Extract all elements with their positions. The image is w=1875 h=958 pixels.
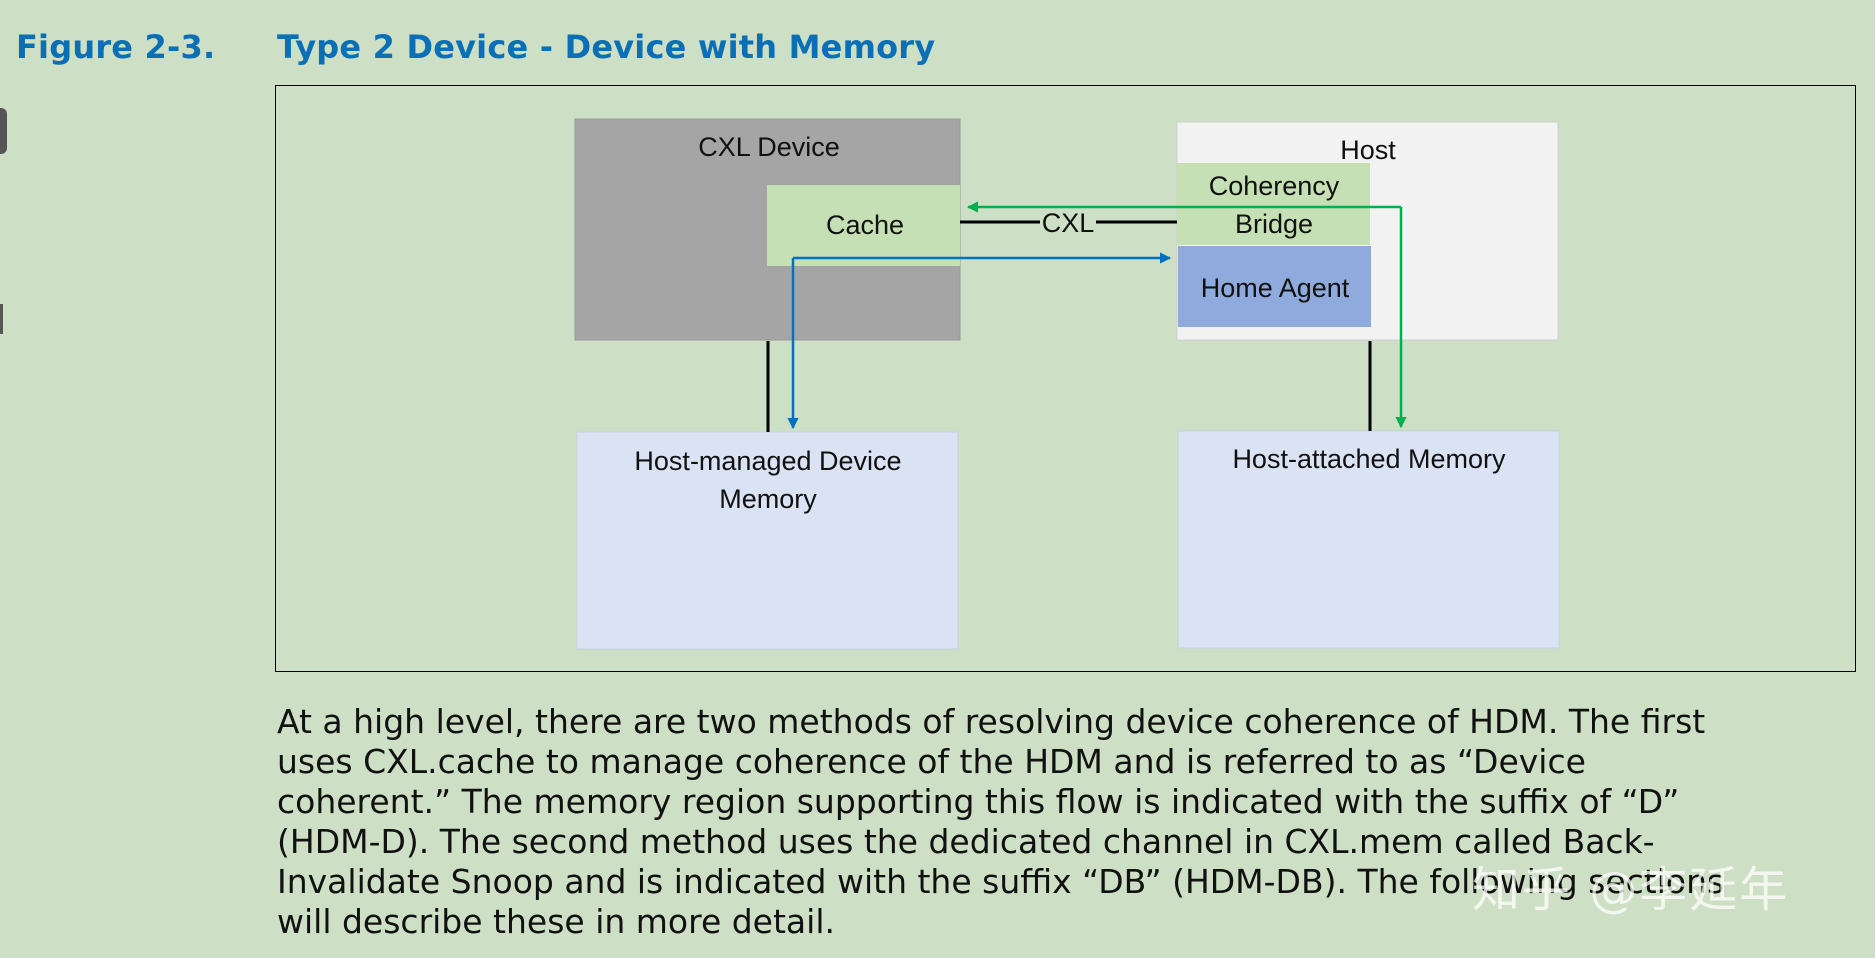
host-memory-label: Host-attached Memory xyxy=(1232,444,1506,474)
diagram-frame xyxy=(275,85,1856,672)
home-agent-box xyxy=(1178,246,1371,327)
body-paragraph: At a high level, there are two methods o… xyxy=(277,702,1725,941)
cache-box xyxy=(767,185,960,266)
device-memory-box xyxy=(576,431,959,650)
page-edge-mark xyxy=(0,108,7,154)
device-memory-line1: Host-managed Device xyxy=(634,446,901,476)
coherency-bridge-box xyxy=(1177,163,1370,245)
figure-title: Type 2 Device - Device with Memory xyxy=(277,28,936,66)
watermark: 知乎 @李延年 xyxy=(1472,862,1790,918)
coherency-bridge-line2: Bridge xyxy=(1235,209,1313,239)
cxl-device-label: CXL Device xyxy=(698,132,840,162)
cxl-link-label: CXL xyxy=(1042,208,1095,238)
device-memory-line2: Memory xyxy=(719,484,817,514)
host-label: Host xyxy=(1340,135,1396,165)
host-memory-box xyxy=(1177,430,1560,649)
page-edge-mark-small xyxy=(0,304,3,334)
coherency-bridge-line1: Coherency xyxy=(1209,171,1340,201)
cache-label: Cache xyxy=(826,210,904,240)
home-agent-label: Home Agent xyxy=(1201,273,1350,303)
figure-label: Figure 2-3. xyxy=(16,28,216,66)
